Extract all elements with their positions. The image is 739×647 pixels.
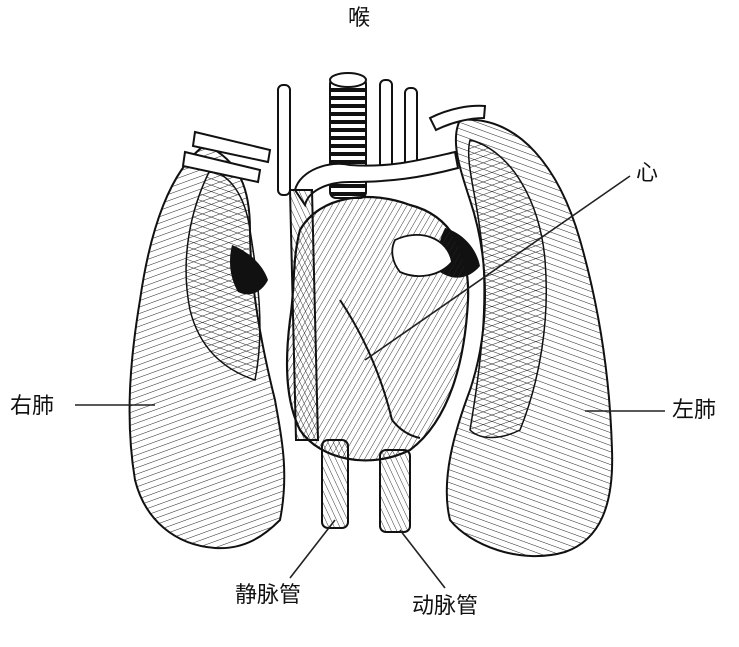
label-aorta: 动脉管 — [412, 594, 479, 619]
neck-vessels — [181, 79, 487, 208]
right-lung-upper-lobe — [185, 169, 261, 381]
label-right-lung: 右肺 — [10, 394, 55, 419]
label-heart: 心 — [636, 161, 659, 186]
label-larynx: 喉 — [348, 6, 371, 31]
label-vena-cava: 静脉管 — [235, 583, 302, 608]
larynx-opening — [329, 72, 367, 88]
right-hilum — [230, 245, 268, 295]
leader-lines — [75, 175, 665, 589]
coronary-vessel — [339, 299, 421, 439]
heart-auricle — [391, 234, 453, 277]
label-left-lung: 左肺 — [672, 398, 717, 423]
vena-cava-vessel — [321, 439, 349, 529]
aorta-vessel — [379, 449, 411, 533]
heart-shape — [285, 195, 470, 462]
left-lung-upper-lobe — [467, 139, 547, 439]
